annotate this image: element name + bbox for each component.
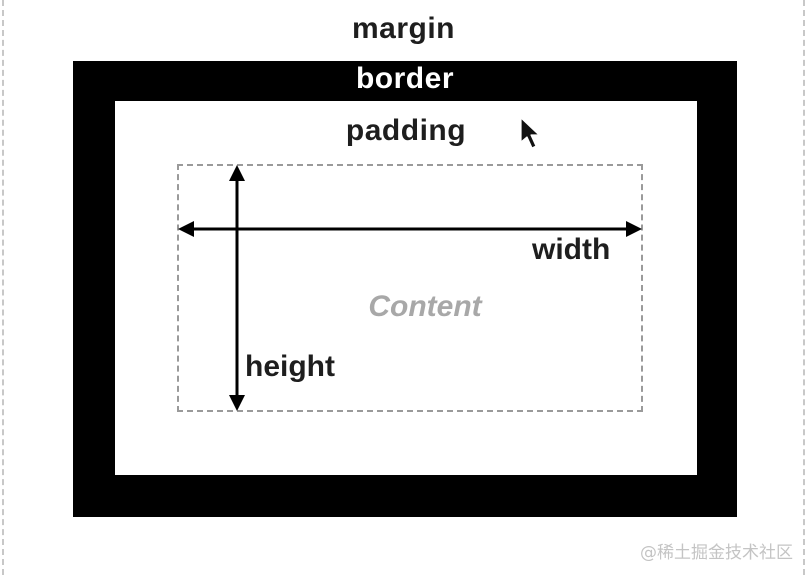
height-label: height bbox=[245, 350, 335, 383]
watermark-text: @稀土掘金技术社区 bbox=[640, 543, 793, 563]
content-label: Content bbox=[368, 290, 482, 323]
width-label: width bbox=[532, 233, 611, 266]
margin-edge-right bbox=[803, 0, 805, 575]
margin-label: margin bbox=[351, 12, 456, 45]
padding-box bbox=[115, 101, 697, 475]
border-label: border bbox=[355, 62, 454, 95]
padding-label: padding bbox=[345, 114, 467, 147]
margin-edge-left bbox=[2, 0, 4, 575]
content-box bbox=[177, 164, 643, 412]
